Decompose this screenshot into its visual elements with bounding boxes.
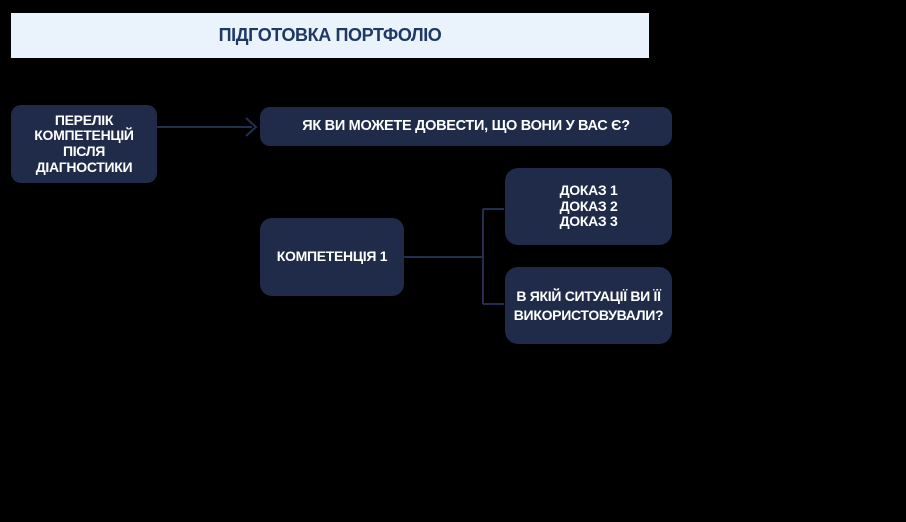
node-proofs-line: ДОКАЗ 1 (559, 181, 618, 198)
node-situation-question: В ЯКІЙ СИТУАЦІЇ ВИ ЇЇ ВИКОРИСТОВУВАЛИ? (505, 267, 672, 344)
node-proofs-line: ДОКАЗ 2 (559, 197, 618, 214)
diagram-title-label: ПІДГОТОВКА ПОРТФОЛІО (218, 25, 442, 45)
node-proofs-line: ДОКАЗ 3 (559, 213, 618, 230)
node-competency-list-line: ДІАГНОСТИКИ (35, 158, 133, 175)
diagram-title: ПІДГОТОВКА ПОРТФОЛІО (11, 13, 649, 58)
node-competency-1-label: КОМПЕТЕНЦІЯ 1 (276, 248, 388, 265)
node-competency-list-line: КОМПЕТЕНЦІЙ (34, 127, 134, 144)
node-prove-question: ЯК ВИ МОЖЕТЕ ДОВЕСТИ, ЩО ВОНИ У ВАС Є? (260, 107, 672, 146)
node-situation-question-line: ВИКОРИСТОВУВАЛИ? (513, 306, 664, 323)
node-competency-list-line: ПІСЛЯ (62, 143, 106, 159)
node-competency-list-line: ПЕРЕЛІК (54, 111, 114, 128)
node-competency-list: ПЕРЕЛІК КОМПЕТЕНЦІЙ ПІСЛЯ ДІАГНОСТИКИ (11, 105, 157, 183)
node-prove-question-label: ЯК ВИ МОЖЕТЕ ДОВЕСТИ, ЩО ВОНИ У ВАС Є? (302, 118, 630, 135)
node-competency-1: КОМПЕТЕНЦІЯ 1 (260, 218, 404, 296)
bracket-connector (404, 208, 504, 305)
node-situation-question-line: В ЯКІЙ СИТУАЦІЇ ВИ ЇЇ (516, 288, 661, 305)
node-proofs: ДОКАЗ 1 ДОКАЗ 2 ДОКАЗ 3 (505, 168, 672, 245)
arrow-head-icon (245, 117, 258, 137)
